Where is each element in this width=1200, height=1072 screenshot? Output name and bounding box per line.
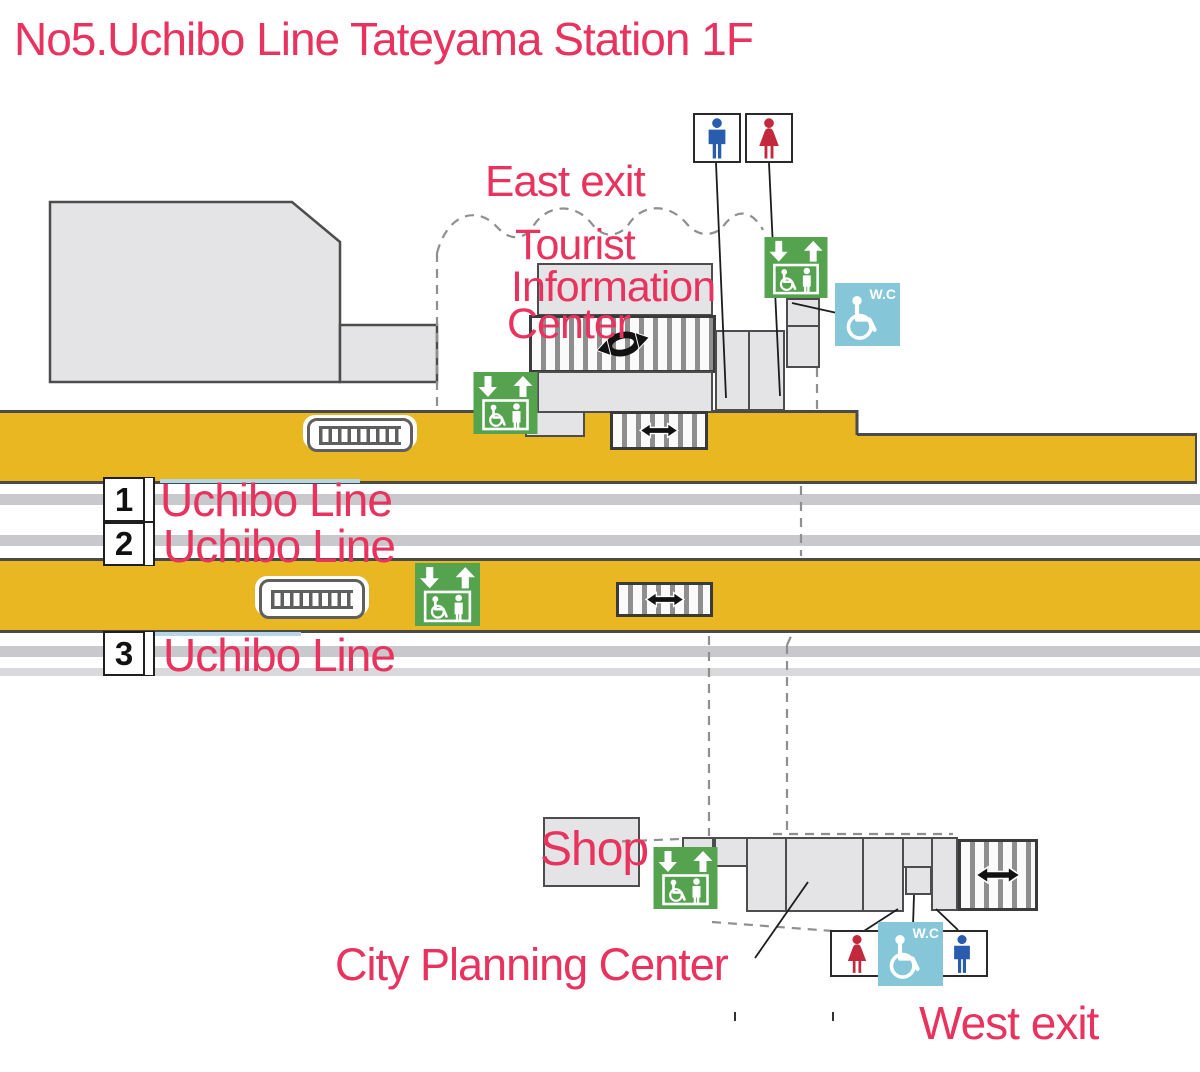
east-room-upper <box>786 298 820 328</box>
platform-number-3: 3 <box>103 631 145 676</box>
west-exit-label: West exit <box>919 997 1099 1049</box>
platform-number-2-tab <box>145 522 155 566</box>
west-exit-stairs <box>958 839 1038 911</box>
tic-label-line2: Information <box>511 263 716 311</box>
track-2-rail <box>0 535 1200 546</box>
track-1-rail <box>0 494 1200 505</box>
west-plaza-dashed-bottom <box>711 920 834 933</box>
women-restroom-icon-north <box>745 113 793 163</box>
train-platform-2 <box>255 576 369 619</box>
elevator-icon-platform-2 <box>415 563 480 626</box>
wheelchair-icon <box>837 289 895 343</box>
men-restroom-icon-north <box>693 113 741 163</box>
platform-number-2: 2 <box>103 522 145 566</box>
east-toilet-room-women <box>748 330 785 411</box>
wc-label: W.C <box>869 286 896 302</box>
west-building-main <box>746 837 864 912</box>
west-toilet-entry <box>905 866 932 895</box>
uchibo-line-label-2: Uchibo Line <box>163 520 396 572</box>
stairs-two-way-arrow-icon <box>975 864 1021 886</box>
man-icon-west <box>948 934 976 974</box>
northwest-building-annex <box>338 323 439 384</box>
east-concourse <box>537 371 713 413</box>
woman-icon-west <box>843 934 871 974</box>
woman-icon <box>754 118 784 159</box>
wheelchair-icon <box>880 928 938 982</box>
west-building-d <box>931 837 958 911</box>
city-planning-center-label: City Planning Center <box>335 939 729 990</box>
track-3-rail-2 <box>0 668 1200 676</box>
platform-1-right <box>857 433 1197 484</box>
stairs-two-way-arrow-icon <box>645 590 685 609</box>
platform-2 <box>0 558 1200 633</box>
wc-label: W.C <box>912 925 939 941</box>
shop-building <box>543 817 640 887</box>
west-building-b <box>714 837 748 867</box>
tic-label-line3: Center <box>507 300 631 348</box>
platform-2-stairs <box>616 582 713 617</box>
platform-number-1: 1 <box>103 477 145 522</box>
shop-label: Shop <box>540 823 649 876</box>
stairs-two-way-arrow-icon <box>639 421 679 440</box>
train-platform-1 <box>303 415 417 452</box>
east-room-lower <box>786 325 820 368</box>
accessible-wc-icon-west-overlay: W.C <box>878 922 943 986</box>
man-icon <box>702 118 732 159</box>
west-building-c <box>862 837 904 912</box>
east-exit-label: East exit <box>485 157 646 206</box>
east-toilet-room-men <box>715 330 751 411</box>
east-platform-stairs <box>610 411 708 450</box>
platform-number-1-tab <box>145 477 155 522</box>
tic-label-line1: Tourist <box>515 221 636 269</box>
west-building-strip <box>902 837 933 868</box>
platform-1-left <box>0 410 857 484</box>
elevator-icon-west <box>653 847 718 909</box>
accessible-wc-icon-east: W.C <box>835 283 900 346</box>
elevator-icon-east <box>473 372 538 434</box>
map-title: No5.Uchibo Line Tateyama Station 1F <box>14 13 754 65</box>
track-3-rail <box>0 646 1200 657</box>
west-building-divider <box>785 839 787 910</box>
northwest-building-outline <box>48 200 342 384</box>
uchibo-line-label-3: Uchibo Line <box>163 629 396 681</box>
platform-number-3-tab <box>145 631 155 676</box>
elevator-icon-north <box>763 237 829 298</box>
uchibo-line-label-1: Uchibo Line <box>160 474 393 526</box>
passage-dashed-west-2-tick <box>786 631 794 646</box>
